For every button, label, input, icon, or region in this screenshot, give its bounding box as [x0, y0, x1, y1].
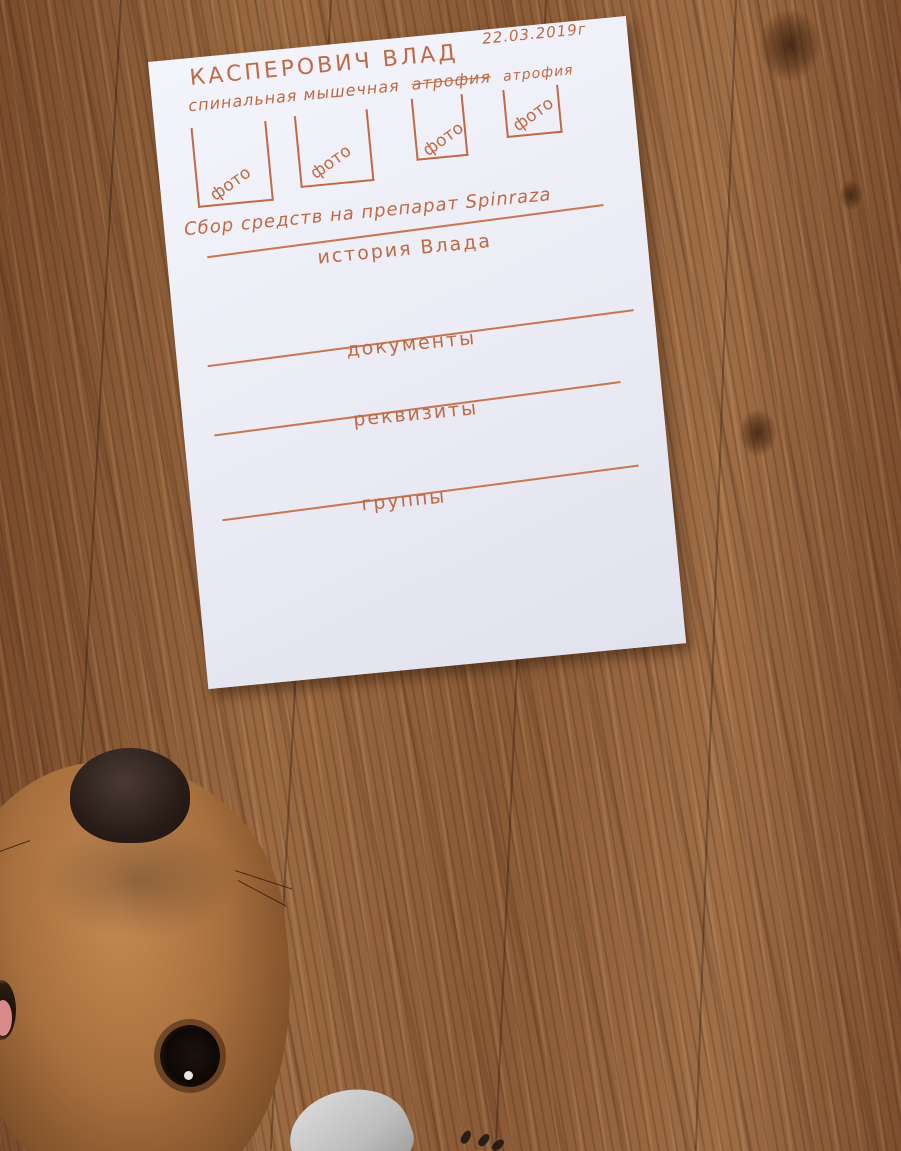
dog-eye-glint	[184, 1071, 193, 1080]
dog-claw	[476, 1132, 492, 1148]
dog-claw	[490, 1137, 506, 1151]
header-date: 22.03.2019г	[481, 19, 588, 48]
section-requisites: реквизиты	[352, 397, 480, 431]
wood-knot	[760, 10, 820, 80]
sketch-paper: КАСПЕРОВИЧ ВЛАД 22.03.2019г спинальная м…	[148, 15, 687, 690]
wood-knot	[840, 180, 862, 210]
section-story: история Влада	[316, 229, 493, 269]
wood-knot	[740, 410, 776, 456]
dog-claw	[459, 1128, 473, 1146]
floor-seam	[694, 0, 737, 1151]
dog-nose	[70, 748, 190, 843]
subtitle-struck: атрофия	[410, 67, 492, 94]
dog-tongue	[0, 1000, 12, 1036]
dog-paw	[278, 1072, 422, 1151]
subtitle-text-2: атрофия	[502, 62, 575, 85]
section-groups: группы	[360, 485, 448, 516]
section-documents: документы	[345, 326, 478, 362]
